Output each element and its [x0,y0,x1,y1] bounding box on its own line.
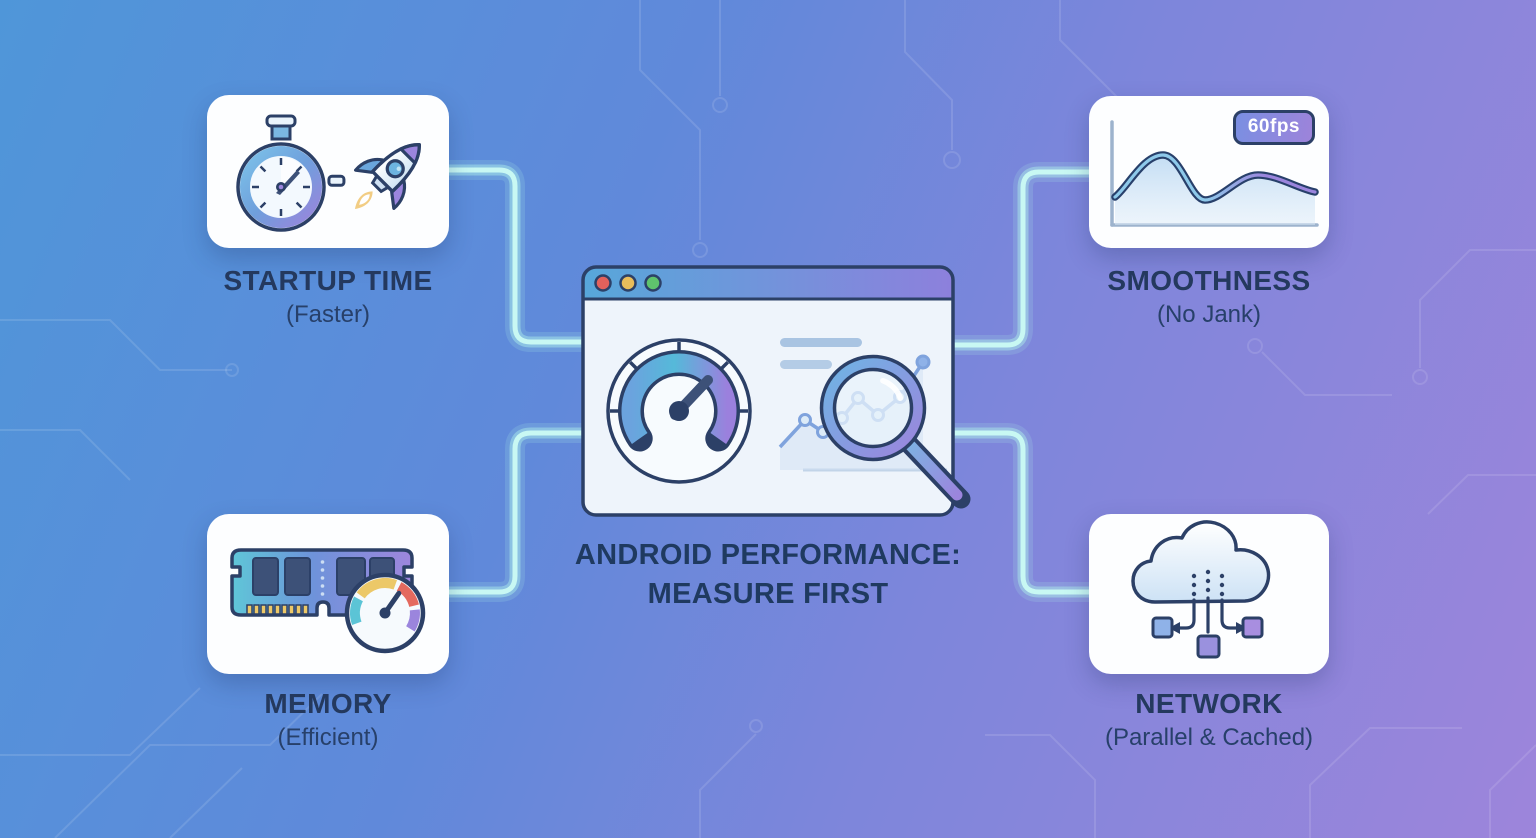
network-label-group: NETWORK (Parallel & Cached) [1039,688,1379,752]
startup-sublabel: (Faster) [286,301,370,328]
title-line-1: ANDROID PERFORMANCE: [574,539,962,571]
mini-gauge-icon [344,572,426,654]
frame-rate-wave-chart-icon [1110,120,1319,227]
network-sublabel: (Parallel & Cached) [1104,724,1314,751]
memory-sublabel: (Efficient) [277,724,379,751]
startup-label-group: STARTUP TIME (Faster) [158,265,498,329]
ram-gauge-illustration [230,548,426,654]
smoothness-label: SMOOTHNESS [1107,265,1311,296]
rocket-icon [354,143,421,210]
memory-card [207,514,449,674]
startup-time-card [207,95,449,248]
network-card [1089,514,1329,674]
memory-label: MEMORY [264,688,392,719]
network-label: NETWORK [1135,688,1283,719]
smoothness-card: 60fps [1089,96,1329,248]
cloud-transfer-icon [1131,520,1271,659]
text-placeholder-bars [780,338,862,369]
browser-window [581,265,971,517]
stopwatch-rocket-illustration [236,114,421,232]
memory-label-group: MEMORY (Efficient) [158,688,498,752]
page-title: ANDROID PERFORMANCE: MEASURE FIRST [518,536,1018,614]
fps-badge: 60fps [1232,110,1315,145]
stopwatch-icon [236,114,346,232]
smoothness-sublabel: (No Jank) [1156,301,1262,328]
startup-label: STARTUP TIME [223,265,433,296]
title-line-2: MEASURE FIRST [647,578,889,610]
smoothness-label-group: SMOOTHNESS (No Jank) [1039,265,1379,329]
traffic-light-dots [594,274,662,292]
speed-gauge-icon [606,338,752,484]
magnifier-icon [819,354,971,509]
